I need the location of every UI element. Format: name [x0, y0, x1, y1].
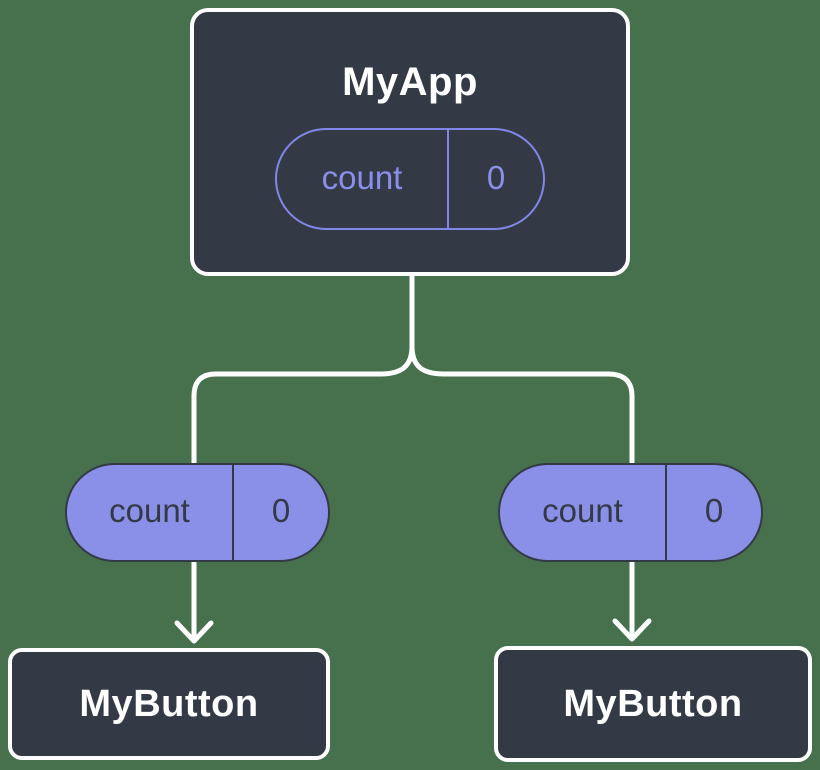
connector-branch-right	[409, 343, 635, 466]
prop-pill-left-value: 0	[271, 492, 291, 529]
prop-pill-right-label: count	[500, 465, 667, 560]
node-myapp-title: MyApp	[342, 60, 478, 104]
node-mybutton-left-title: MyButton	[79, 682, 259, 725]
prop-pill-right: count 0	[498, 463, 763, 562]
node-mybutton-right-title: MyButton	[563, 682, 743, 725]
node-mybutton-left: MyButton	[8, 648, 330, 760]
state-pill-label: count	[277, 130, 449, 228]
prop-pill-left: count 0	[65, 463, 330, 562]
node-myapp: MyApp count 0	[190, 8, 630, 276]
node-mybutton-right: MyButton	[494, 646, 812, 762]
arrowhead-left-icon	[174, 620, 214, 644]
state-pill-value: 0	[486, 158, 506, 196]
prop-pill-left-label: count	[67, 465, 234, 560]
arrowhead-right-icon	[612, 618, 652, 642]
state-pill: count 0	[275, 128, 545, 230]
prop-pill-right-value: 0	[704, 492, 724, 529]
connector-branch-left	[191, 343, 415, 466]
